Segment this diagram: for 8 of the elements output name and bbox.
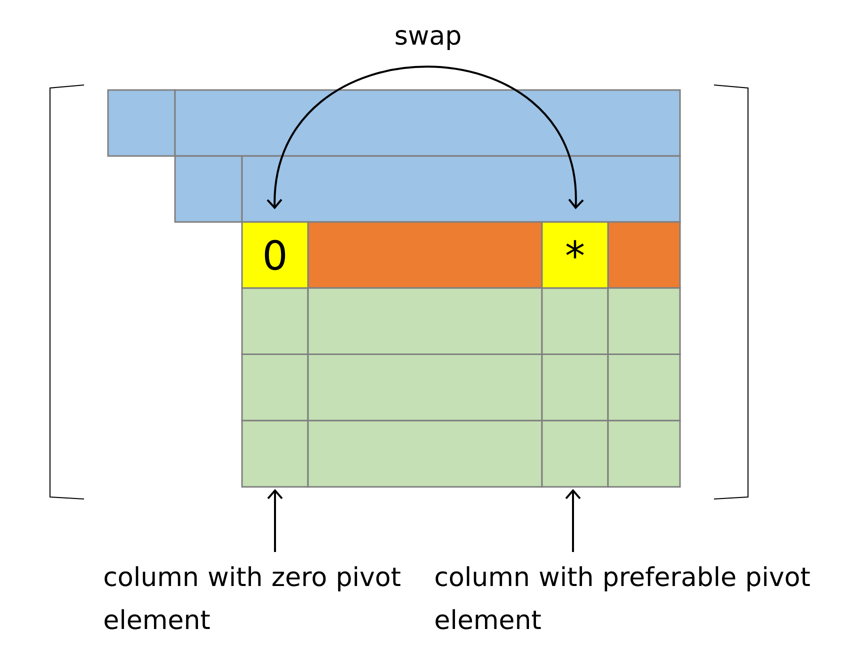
- column-caption: column with zero pivot element: [104, 566, 400, 630]
- pivot-cell: *: [541, 221, 609, 289]
- arrow: [267, 489, 283, 552]
- swap-arrow: [266, 66, 584, 210]
- edge-label: swap: [396, 30, 460, 50]
- arrow: [565, 489, 581, 552]
- column-caption: column with preferable pivot element: [436, 566, 810, 630]
- pivot-cell: 0: [241, 221, 309, 289]
